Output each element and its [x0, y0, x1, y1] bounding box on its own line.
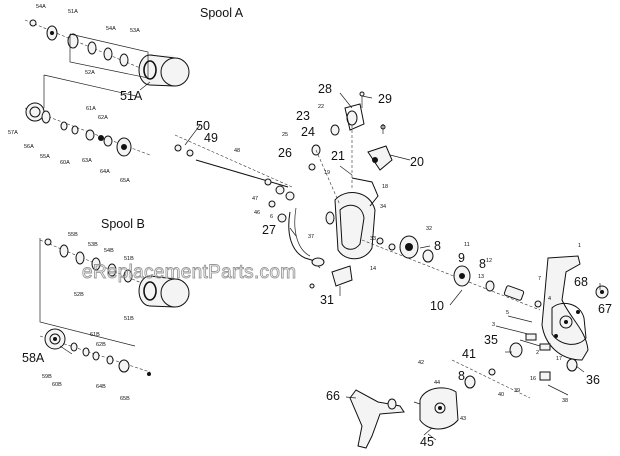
label-14: 14: [370, 266, 376, 272]
leader-lines: [59, 81, 601, 436]
label-61b: 61B: [90, 332, 100, 338]
label-59b: 59B: [42, 374, 52, 380]
label-49: 49: [204, 131, 218, 145]
spool-b-assembly: Spool B: [39, 217, 190, 347]
spool-b-drag-parts: [39, 328, 151, 376]
label-62b: 62B: [96, 342, 106, 348]
label-18: 18: [382, 184, 388, 190]
label-58a: 58A: [22, 351, 45, 365]
label-57a: 57A: [8, 130, 18, 136]
label-25: 25: [282, 132, 288, 138]
spool-a-assembly: Spool A: [24, 6, 244, 97]
label-20: 20: [410, 155, 424, 169]
label-51b: 51B: [124, 316, 134, 322]
label-37: 37: [308, 234, 314, 240]
label-8-c: 8: [458, 369, 465, 383]
rotor-assembly: [174, 91, 393, 296]
label-44: 44: [434, 380, 440, 386]
label-10: 10: [430, 299, 444, 313]
label-41: 41: [462, 347, 476, 361]
label-54a-top: 54A: [36, 4, 46, 10]
label-65b: 65B: [120, 396, 130, 402]
label-8-b: 8: [479, 257, 486, 271]
label-32: 32: [426, 226, 432, 232]
label-40: 40: [498, 392, 504, 398]
label-27: 27: [262, 223, 276, 237]
label-55a: 55A: [40, 154, 50, 160]
label-12: 12: [486, 258, 492, 264]
label-60b: 60B: [52, 382, 62, 388]
spool-b-title: Spool B: [101, 217, 145, 231]
spool-a-drag-parts: [24, 75, 151, 157]
reel-body: [495, 255, 609, 396]
label-22: 22: [318, 104, 324, 110]
label-8-a: 8: [434, 239, 441, 253]
part-labels-large: 51A 50 49 28 29 23 24 26 21 20 27 8 9 8 …: [22, 82, 612, 449]
label-62a: 62A: [98, 115, 108, 121]
label-67: 67: [598, 302, 612, 316]
label-50: 50: [196, 119, 210, 133]
label-45: 45: [420, 435, 434, 449]
spool-a-title: Spool A: [200, 6, 244, 20]
label-60a: 60A: [60, 160, 70, 166]
label-2: 2: [536, 350, 539, 356]
label-38: 38: [562, 398, 568, 404]
label-53b: 53B: [88, 242, 98, 248]
label-31: 31: [320, 293, 334, 307]
label-65a: 65A: [120, 178, 130, 184]
label-9: 9: [458, 251, 465, 265]
label-34: 34: [380, 204, 386, 210]
label-28: 28: [318, 82, 332, 96]
label-43: 43: [460, 416, 466, 422]
label-54a-mid: 54A: [106, 26, 116, 32]
label-66: 66: [326, 389, 340, 403]
label-17: 17: [556, 356, 562, 362]
label-33: 33: [370, 236, 376, 242]
label-53a: 53A: [130, 28, 140, 34]
label-5: 5: [506, 310, 509, 316]
part-labels-small: 54A 51A 53A 54A 52A 57A 61A 62A 56A 55A …: [8, 4, 581, 422]
label-51a: 51A: [120, 89, 143, 103]
gear-train: [361, 235, 542, 399]
label-3: 3: [492, 322, 495, 328]
label-6: 6: [270, 214, 273, 220]
label-51a-top: 51A: [68, 9, 78, 15]
watermark-text: eReplacementParts.com: [82, 262, 296, 283]
label-13: 13: [478, 274, 484, 280]
label-1: 1: [578, 243, 581, 249]
label-36: 36: [586, 373, 600, 387]
label-29: 29: [378, 92, 392, 106]
label-61a: 61A: [86, 106, 96, 112]
label-52b: 52B: [74, 292, 84, 298]
label-42: 42: [418, 360, 424, 366]
label-68: 68: [574, 275, 588, 289]
label-16: 16: [530, 376, 536, 382]
handle-and-cover: [349, 387, 459, 449]
label-39: 39: [514, 388, 520, 394]
label-64b: 64B: [96, 384, 106, 390]
label-48: 48: [234, 148, 240, 154]
label-24: 24: [301, 125, 315, 139]
label-19: 19: [324, 170, 330, 176]
label-64a: 64A: [100, 169, 110, 175]
label-4: 4: [548, 296, 551, 302]
label-54b: 54B: [104, 248, 114, 254]
label-56a: 56A: [24, 144, 34, 150]
label-7: 7: [538, 276, 541, 282]
label-63a: 63A: [82, 158, 92, 164]
label-23: 23: [296, 109, 310, 123]
label-55b: 55B: [68, 232, 78, 238]
label-11: 11: [464, 242, 470, 248]
label-35: 35: [484, 333, 498, 347]
label-52a: 52A: [85, 70, 95, 76]
label-47: 47: [252, 196, 258, 202]
label-51b-top: 51B: [124, 256, 134, 262]
label-46: 46: [254, 210, 260, 216]
label-21: 21: [331, 149, 345, 163]
label-26: 26: [278, 146, 292, 160]
